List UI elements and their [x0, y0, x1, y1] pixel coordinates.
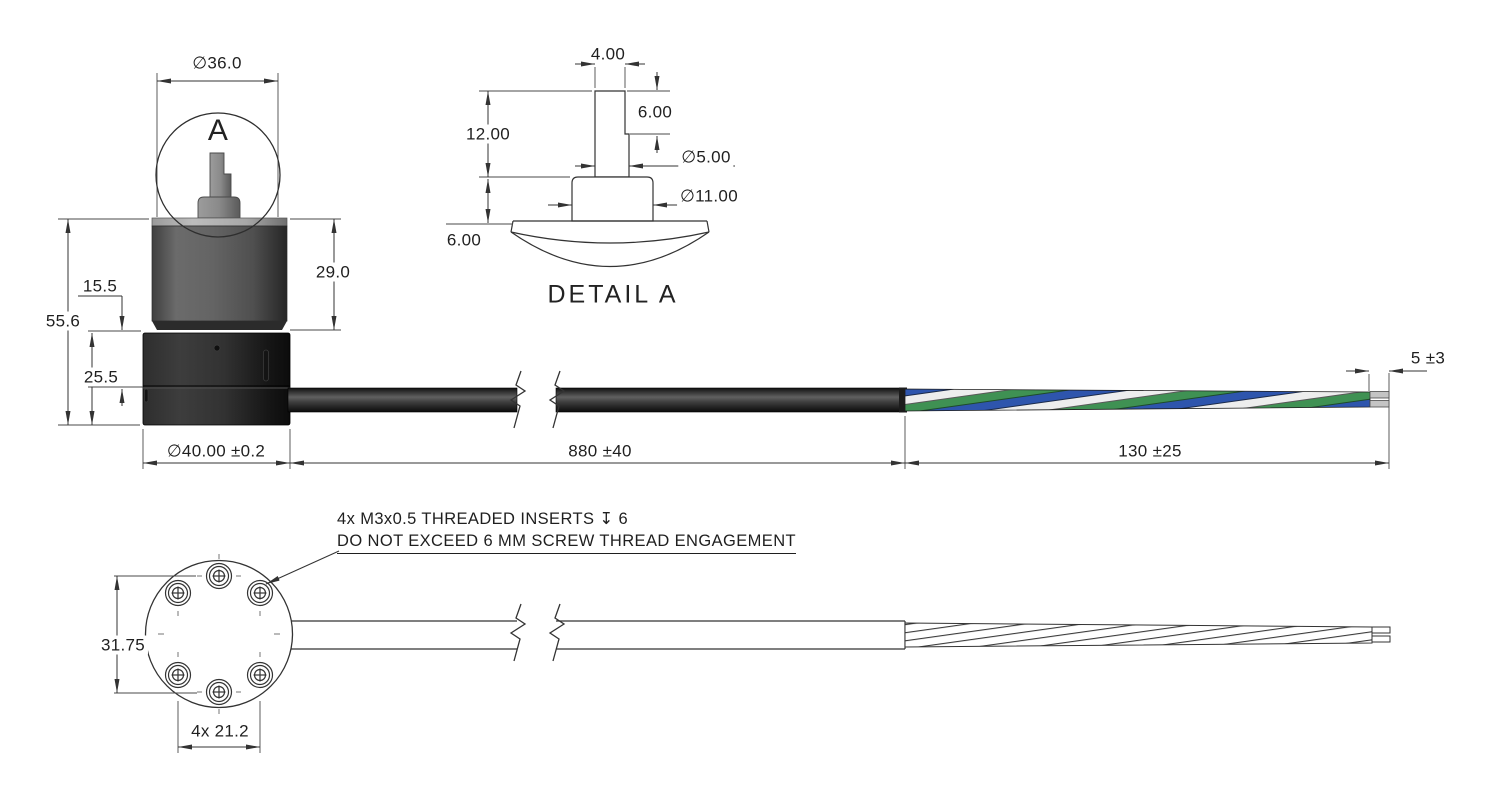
dim-label-housing-height: 25.5 [80, 367, 122, 387]
dim-label-boss-height: 6.00 [446, 230, 482, 250]
dim-label-jacket-length: 880 ±40 [565, 441, 635, 461]
detail-circle-label: A [207, 114, 229, 147]
cable-jacket-left [287, 387, 518, 413]
shaft-boss [197, 196, 241, 219]
dim-label-step-height: 15.5 [82, 276, 118, 296]
dim-label-shaft-length: 12.00 [462, 124, 514, 144]
screw-hole [246, 661, 274, 689]
detail-view-title: DETAIL A [547, 280, 679, 309]
centerline-ticks [158, 554, 280, 714]
twisted-wires-outline [904, 622, 1373, 648]
bottom-view [114, 550, 1391, 753]
cable-break-lines [509, 370, 566, 429]
detail-shaft-profile [594, 90, 630, 178]
motor-top-cap [151, 217, 288, 227]
stripped-wire-tips-outline [1371, 626, 1391, 643]
housing-slot-left [144, 388, 149, 403]
shaft-profile [209, 152, 232, 198]
note-line-1: 4x M3x0.5 THREADED INSERTS ↧ 6 [337, 510, 629, 528]
dim-label-flat-length: 6.00 [637, 102, 673, 122]
dim-label-overall-height: 55.6 [42, 311, 84, 331]
motor-bottom-ring [152, 321, 287, 330]
dim-label-motor-height: 29.0 [312, 262, 354, 282]
detail-a-view [446, 61, 740, 268]
stripped-wire-tips [1369, 391, 1390, 408]
detail-callout-circle [155, 112, 281, 238]
housing-pin-detail [213, 344, 221, 352]
motor-body [151, 225, 288, 322]
detail-dome [510, 220, 710, 268]
bottom-face-circle [144, 559, 294, 709]
dim-label-horizontal-hole-spacing: 4x 21.2 [191, 721, 249, 741]
front-view [58, 73, 1427, 469]
detail-boss [571, 176, 654, 222]
screw-hole [205, 678, 233, 706]
screw-hole [246, 579, 274, 607]
dim-label-top-diameter: ∅36.0 [192, 53, 242, 73]
cable-jacket-right [555, 387, 906, 413]
dim-label-boss-diameter: ∅11.00 [677, 186, 741, 206]
dim-label-flat-width: 4.00 [590, 44, 626, 64]
dim-label-shaft-diameter: ∅5.00 [678, 147, 734, 167]
twisted-wires-colored [904, 388, 1371, 412]
screw-hole [164, 579, 192, 607]
dim-label-strip-length: 5 ±3 [1410, 348, 1446, 368]
cable-break-lines-bottom [509, 603, 566, 662]
screw-hole [164, 661, 192, 689]
note-leader [265, 550, 340, 585]
note-line-2: DO NOT EXCEED 6 MM SCREW THREAD ENGAGEME… [337, 530, 796, 555]
screw-hole [205, 562, 233, 590]
housing-body [142, 332, 291, 426]
cable-front [287, 370, 1390, 429]
dim-label-twisted-length: 130 ±25 [1115, 441, 1185, 461]
housing-slot-right [263, 349, 269, 382]
screw-holes [164, 562, 274, 706]
dim-label-vertical-hole-spacing: 31.75 [97, 635, 149, 655]
dim-label-housing-diameter: ∅40.00 ±0.2 [163, 441, 269, 461]
